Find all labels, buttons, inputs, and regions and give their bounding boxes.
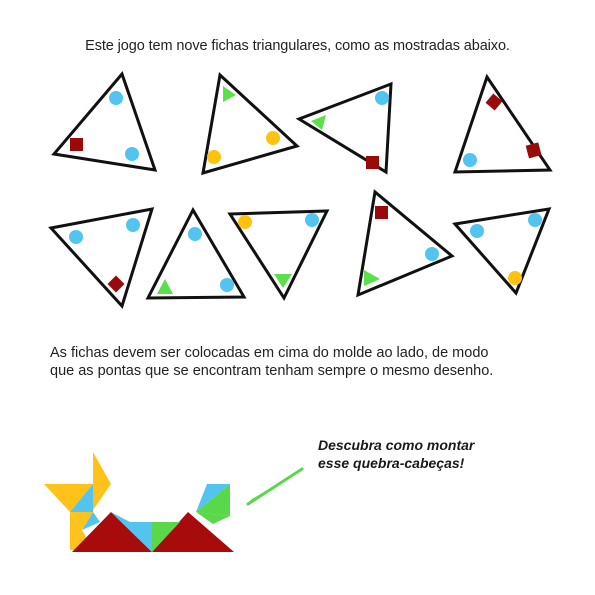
red-square-icon bbox=[375, 206, 388, 219]
blue-circle-icon bbox=[463, 153, 477, 167]
blue-circle-icon bbox=[220, 278, 234, 292]
blue-circle-icon bbox=[528, 213, 542, 227]
tile-8[interactable] bbox=[356, 189, 455, 298]
red-square-icon bbox=[107, 275, 125, 293]
yellow-hexagon-icon bbox=[266, 131, 280, 145]
rules-line-2: que as pontas que se encontram tenham se… bbox=[50, 363, 494, 379]
blue-circle-icon bbox=[109, 91, 123, 105]
tile-6[interactable] bbox=[145, 206, 247, 300]
puzzle-mold bbox=[44, 452, 234, 552]
blue-circle-icon bbox=[305, 213, 319, 227]
blue-circle-icon bbox=[188, 227, 202, 241]
blue-circle-icon bbox=[425, 247, 439, 261]
green-triangle-icon bbox=[274, 274, 292, 288]
callout-line-2: esse quebra-cabeças! bbox=[318, 455, 465, 471]
rules-text: As fichas devem ser colocadas em cima do… bbox=[50, 344, 570, 380]
red-square-icon bbox=[485, 93, 503, 111]
green-triangle-icon bbox=[311, 115, 326, 130]
tile-9[interactable] bbox=[452, 207, 552, 296]
tile-2[interactable] bbox=[201, 72, 300, 176]
yellow-hexagon-icon bbox=[508, 271, 522, 285]
green-triangle-icon bbox=[223, 86, 236, 102]
rules-line-1: As fichas devem ser colocadas em cima do… bbox=[50, 345, 489, 361]
yellow-hexagon-icon bbox=[207, 150, 221, 164]
tile-1[interactable] bbox=[51, 71, 158, 172]
intro-text: Este jogo tem nove fichas triangulares, … bbox=[85, 38, 510, 54]
red-square-icon bbox=[525, 142, 542, 159]
tile-7[interactable] bbox=[227, 209, 330, 302]
red-square-icon bbox=[70, 138, 83, 151]
tile-4[interactable] bbox=[452, 73, 553, 174]
blue-circle-icon bbox=[126, 218, 140, 232]
tile-3[interactable] bbox=[295, 81, 393, 175]
callout-text: Descubra como montar esse quebra-cabeças… bbox=[318, 436, 474, 472]
yellow-hexagon-icon bbox=[238, 215, 252, 229]
red-square-icon bbox=[366, 156, 379, 169]
blue-circle-icon bbox=[470, 224, 484, 238]
callout-line-1: Descubra como montar bbox=[318, 437, 475, 453]
green-triangle-icon bbox=[157, 279, 173, 294]
blue-circle-icon bbox=[375, 91, 389, 105]
green-triangle-icon bbox=[364, 270, 380, 286]
blue-circle-icon bbox=[125, 147, 139, 161]
tile-5[interactable] bbox=[48, 207, 155, 309]
blue-circle-icon bbox=[69, 230, 83, 244]
